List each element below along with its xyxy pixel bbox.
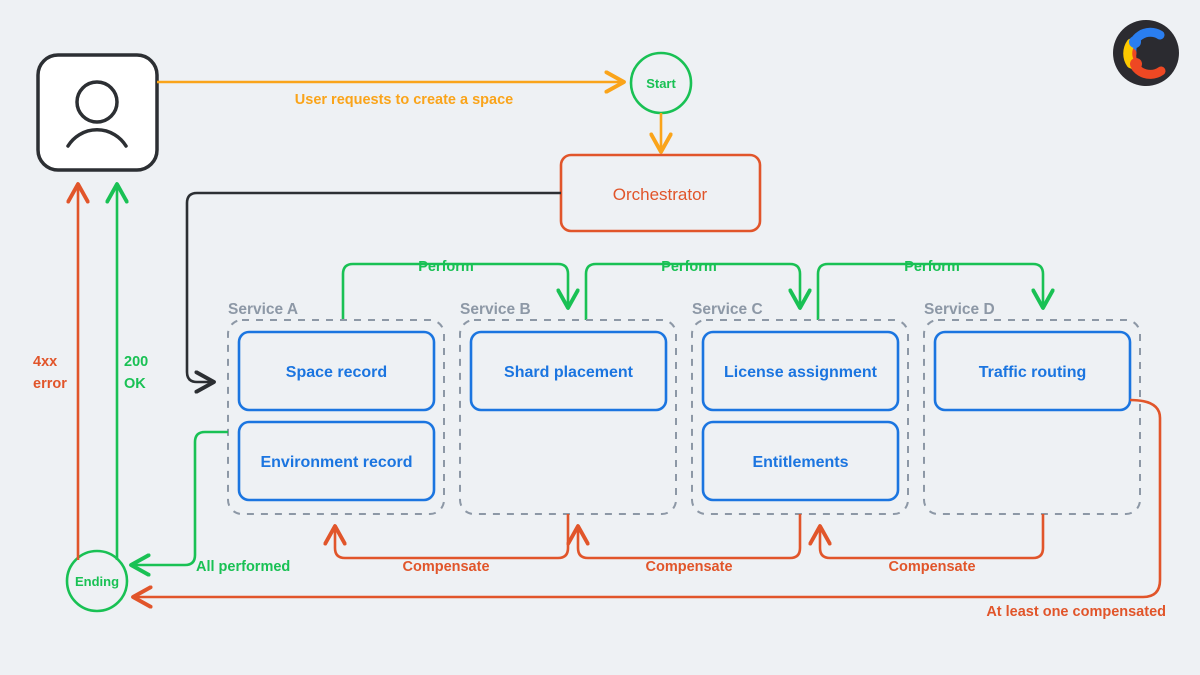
service-b-title: Service B — [460, 301, 531, 318]
edge-compensate-b-to-a — [323, 514, 570, 560]
service-d-title: Service D — [924, 301, 995, 318]
edge-orchestrator-to-service-a — [185, 191, 561, 394]
box-label: Entitlements — [752, 454, 848, 471]
all-performed-label: All performed — [196, 559, 290, 575]
edge-perform-a-to-b — [341, 262, 580, 320]
box-label: Shard placement — [504, 364, 634, 381]
ok-label-line1: 200 — [124, 354, 148, 370]
service-a-box-space-record[interactable]: Space record — [237, 330, 436, 412]
service-b-box-shard-placement[interactable]: Shard placement — [469, 330, 668, 412]
logo-dot-red — [1130, 58, 1142, 70]
box-label: License assignment — [724, 364, 878, 381]
service-c-box-license-assignment[interactable]: License assignment — [701, 330, 900, 412]
brand-logo[interactable] — [1113, 20, 1179, 86]
perform-label-b-c: Perform — [661, 259, 717, 275]
service-groups: Service A Space record Environment recor… — [227, 301, 1141, 515]
logo-dot-blue — [1129, 36, 1141, 48]
compensate-label-b-a: Compensate — [402, 559, 489, 575]
box-label: Space record — [286, 364, 387, 381]
service-a-box-environment-record[interactable]: Environment record — [237, 420, 436, 502]
box-label: Environment record — [260, 454, 412, 471]
edge-perform-c-to-d — [816, 262, 1055, 320]
service-group-a: Service A Space record Environment recor… — [227, 301, 445, 515]
edge-compensate-d-to-c — [808, 514, 1045, 560]
person-icon — [66, 80, 128, 148]
start-label: Start — [646, 76, 676, 91]
ending-label: Ending — [75, 574, 119, 589]
service-group-d: Service D Traffic routing — [923, 301, 1141, 515]
edge-all-performed — [129, 430, 228, 577]
at-least-one-compensated-label: At least one compensated — [986, 604, 1166, 620]
edge-at-least-one-compensated — [131, 398, 1162, 609]
perform-label-a-b: Perform — [418, 259, 474, 275]
box-label: Traffic routing — [979, 364, 1087, 381]
orchestrator-label: Orchestrator — [613, 185, 708, 204]
service-a-title: Service A — [228, 301, 298, 318]
ending-node[interactable]: Ending — [65, 549, 129, 613]
start-node[interactable]: Start — [629, 51, 693, 115]
edge-compensate-c-to-b — [566, 514, 802, 560]
service-c-box-entitlements[interactable]: Entitlements — [701, 420, 900, 502]
service-d-box-traffic-routing[interactable]: Traffic routing — [933, 330, 1132, 412]
service-group-c: Service C License assignment Entitlement… — [691, 301, 909, 515]
compensate-label-c-b: Compensate — [645, 559, 732, 575]
edge-label-user-request: User requests to create a space — [295, 92, 513, 108]
error-label-line2: error — [33, 376, 67, 392]
error-label-line1: 4xx — [33, 354, 57, 370]
user-actor[interactable] — [36, 53, 159, 172]
perform-label-c-d: Perform — [904, 259, 960, 275]
orchestrator-node[interactable]: Orchestrator — [559, 153, 762, 233]
edge-perform-b-to-c — [584, 262, 812, 320]
service-c-title: Service C — [692, 301, 763, 318]
ok-label-line2: OK — [124, 376, 146, 392]
compensate-label-d-c: Compensate — [888, 559, 975, 575]
